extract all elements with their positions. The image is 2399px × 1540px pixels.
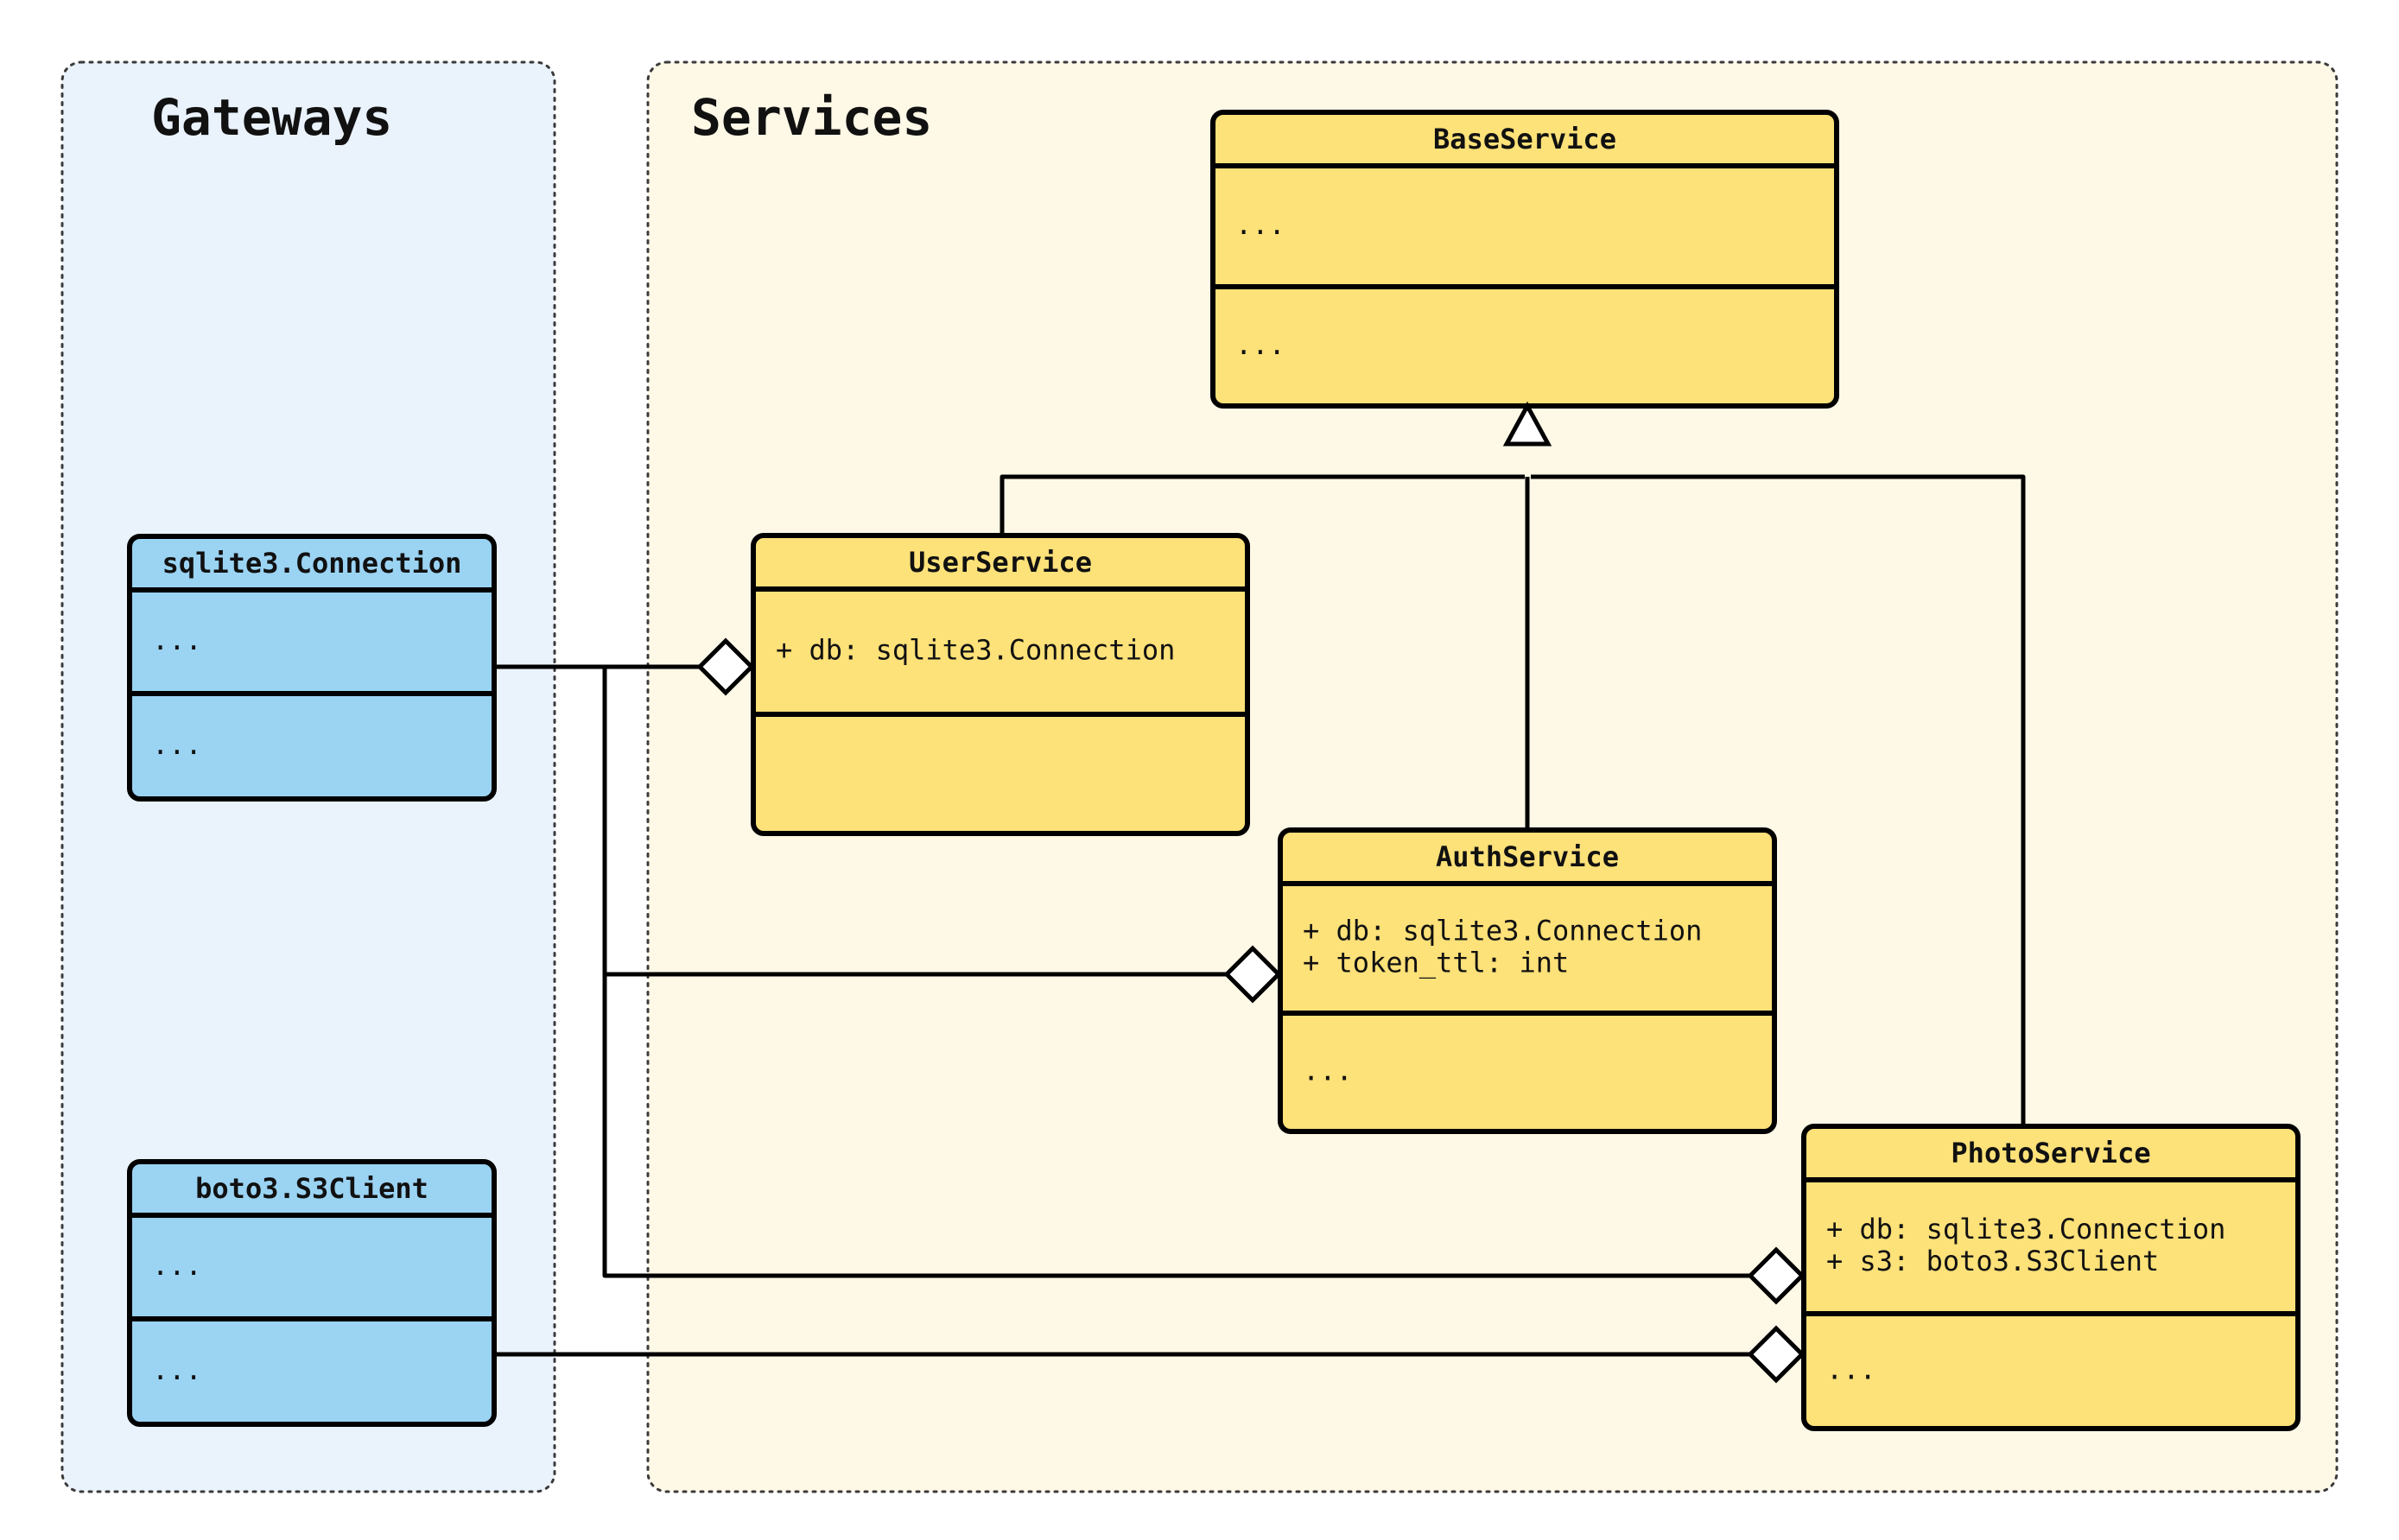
class-frame-photo-service — [1801, 1124, 2301, 1431]
class-attribute-sqlite3-connection-0: ... — [152, 624, 202, 656]
class-frame-auth-service — [1278, 827, 1777, 1134]
class-name-user-service: UserService — [909, 546, 1092, 579]
package-title-gateways: Gateways — [151, 88, 392, 147]
relation-photoservice-inherits-baseservice — [1531, 474, 2026, 1126]
class-frame-user-service — [751, 533, 1250, 836]
class-name-photo-service: PhotoService — [1951, 1137, 2150, 1169]
relations-layer — [494, 474, 2026, 1357]
class-attribute-user-service-0: + db: sqlite3.Connection — [776, 634, 1175, 667]
class-frame-boto3-s3client — [127, 1159, 497, 1427]
class-attribute-base-service-0: ... — [1235, 208, 1285, 241]
package-title-services: Services — [691, 88, 932, 147]
class-box-sqlite3-connection[interactable]: sqlite3.Connection...... — [127, 534, 497, 802]
class-method-base-service-0: ... — [1235, 328, 1285, 361]
class-attribute-photo-service-0: + db: sqlite3.Connection — [1826, 1213, 2225, 1245]
aggregation-diamond-diamond-userservice — [696, 637, 755, 696]
aggregation-diamond-diamond-authservice — [1223, 945, 1282, 1004]
aggregation-diamond-diamond-photoservice-s3 — [1747, 1325, 1806, 1384]
class-attribute-photo-service-1: + s3: boto3.S3Client — [1826, 1245, 2159, 1277]
relation-markers-layer — [696, 401, 1806, 1384]
class-name-base-service: BaseService — [1433, 123, 1616, 155]
class-attribute-boto3-s3client-0: ... — [152, 1249, 202, 1282]
class-name-auth-service: AuthService — [1436, 840, 1619, 873]
inheritance-arrow-triangle-baseservice — [1502, 401, 1552, 447]
class-attribute-auth-service-1: + token_ttl: int — [1303, 947, 1569, 979]
class-name-boto3-s3client: boto3.S3Client — [195, 1172, 428, 1205]
class-box-auth-service[interactable]: AuthService + db: sqlite3.Connection+ tok… — [1278, 827, 1777, 1134]
class-method-photo-service-0: ... — [1826, 1353, 1876, 1386]
class-box-boto3-s3client[interactable]: boto3.S3Client...... — [127, 1159, 497, 1427]
classes-layer: sqlite3.Connection......boto3.S3Client..… — [127, 110, 2301, 1431]
class-method-boto3-s3client-0: ... — [152, 1353, 202, 1386]
class-attribute-auth-service-0: + db: sqlite3.Connection — [1303, 915, 1702, 947]
aggregation-diamond-diamond-photoservice-db — [1747, 1246, 1806, 1305]
class-box-user-service[interactable]: UserService + db: sqlite3.Connection — [751, 533, 1250, 836]
class-box-base-service[interactable]: BaseService...... — [1210, 110, 1839, 409]
class-frame-sqlite3-connection — [127, 534, 497, 802]
class-name-sqlite3-connection: sqlite3.Connection — [162, 547, 462, 580]
class-frame-base-service — [1210, 110, 1839, 409]
relation-userservice-inherits-baseservice — [1000, 474, 1525, 536]
relation-photoservice-aggregates-sqlite3-connection — [494, 664, 1776, 1278]
class-box-photo-service[interactable]: PhotoService + db: sqlite3.Connection+ s3… — [1801, 1124, 2301, 1431]
class-method-auth-service-0: ... — [1303, 1055, 1353, 1087]
class-method-sqlite3-connection-0: ... — [152, 728, 202, 761]
